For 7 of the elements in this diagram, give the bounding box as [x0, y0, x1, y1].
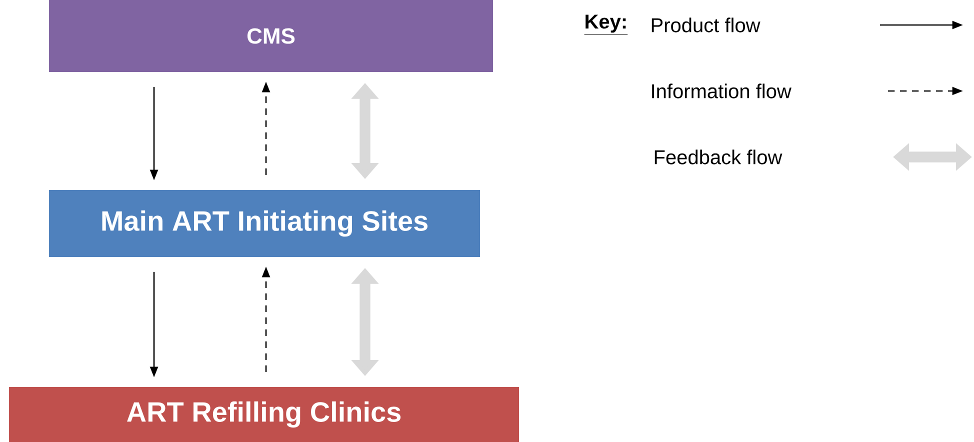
- legend-text: Information flow: [652, 84, 792, 98]
- process-box: CMS: [49, 0, 493, 72]
- legend-text: Feedback flow: [654, 150, 782, 164]
- process-box: Main ART Initiating Sites: [49, 190, 480, 257]
- process-box: ART Refilling Clinics: [9, 387, 519, 442]
- legend-text: Product flow: [652, 18, 760, 32]
- key-label: Key:: [584, 14, 628, 35]
